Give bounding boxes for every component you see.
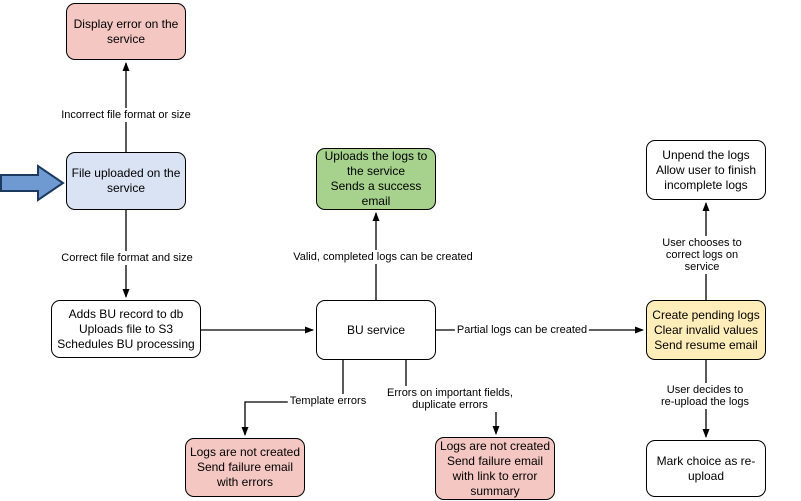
node-display-error: Display error on the service [66,3,186,60]
edge-label-user-reuploads: User decides to re-upload the logs [657,383,753,409]
node-unpend-logs: Unpend the logs Allow user to finish inc… [646,140,766,200]
node-logs-not-created-errors: Logs are not created Send failure email … [185,438,305,497]
node-mark-reupload: Mark choice as re- upload [646,440,766,497]
edge-label-user-corrects: User chooses to correct logs on service [652,236,752,274]
edge-label-correct-format: Correct file format and size [59,251,195,265]
edge-label-important-field-errors: Errors on important fields, duplicate er… [385,386,515,412]
edge-label-partial-logs: Partial logs can be created [454,323,590,337]
edge-label-incorrect-format: Incorrect file format or size [59,108,193,122]
node-logs-not-created-summary: Logs are not created Send failure email … [435,437,555,500]
node-adds-bu-record: Adds BU record to db Uploads file to S3 … [51,300,201,358]
right-arrow-icon [0,164,65,202]
node-bu-service: BU service [316,300,436,360]
node-uploads-logs-success: Uploads the logs to the service Sends a … [316,148,436,210]
node-file-uploaded: File uploaded on the service [66,152,186,210]
edge-label-valid-completed: Valid, completed logs can be created [291,250,475,264]
node-create-pending-logs: Create pending logs Clear invalid values… [646,300,766,360]
edge-label-template-errors: Template errors [287,394,369,408]
